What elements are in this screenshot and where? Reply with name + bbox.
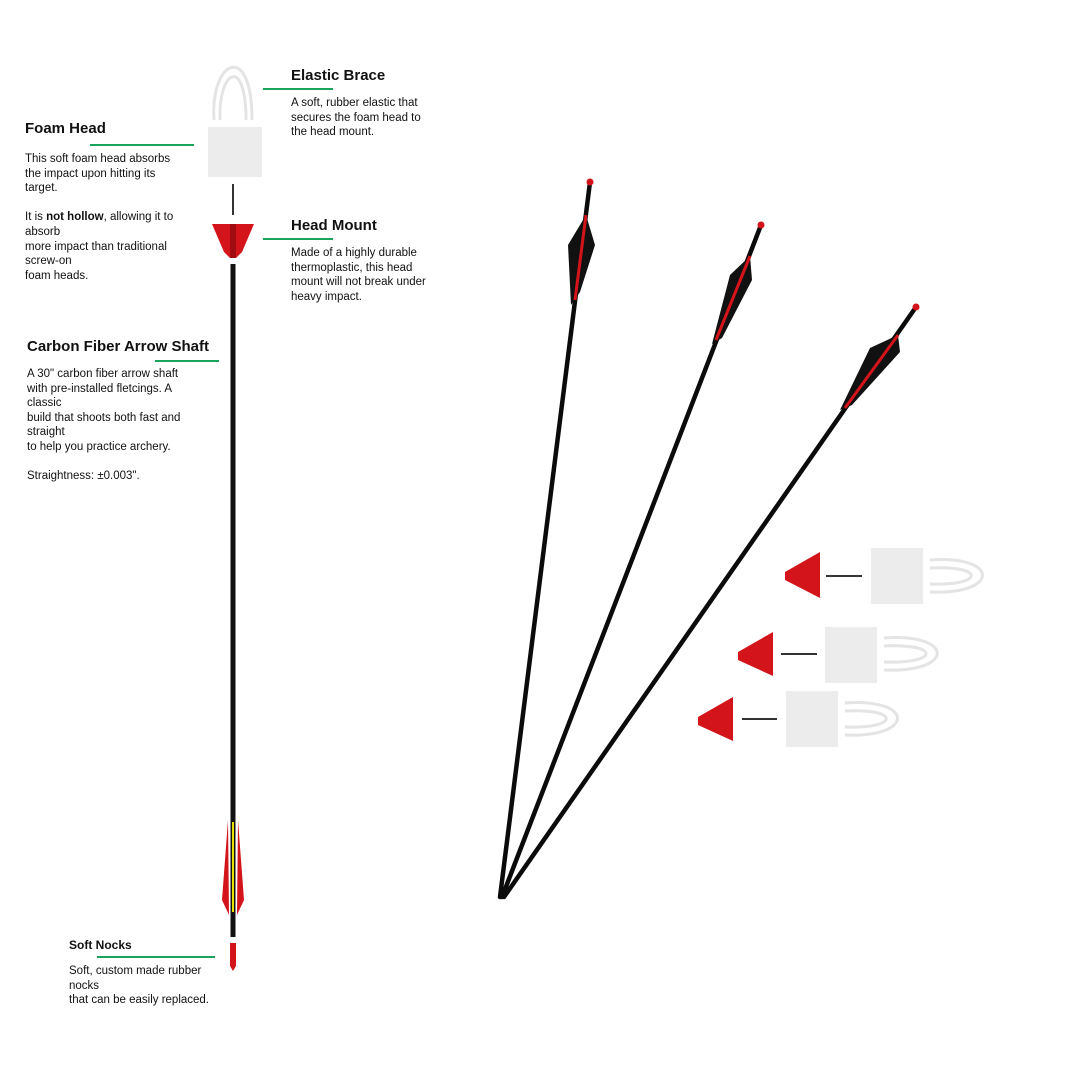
elastic-brace-description: A soft, rubber elastic that secures the … bbox=[291, 96, 421, 140]
text-line: Made of a highly durable bbox=[291, 247, 417, 259]
text-line: that can be easily replaced. bbox=[69, 994, 210, 1007]
foam-head-image bbox=[208, 127, 262, 177]
text-line: the impact upon hitting its bbox=[25, 167, 156, 180]
foam-head-title: Foam Head bbox=[25, 120, 106, 137]
text-line: foam heads. bbox=[25, 269, 89, 282]
elastic-brace-title: Elastic Brace bbox=[291, 67, 386, 84]
text-line: This soft foam head absorbs bbox=[25, 153, 171, 165]
text-line: the head mount. bbox=[291, 126, 375, 139]
text-line: build that shoots both fast and bbox=[27, 411, 181, 424]
head-mount-title: Head Mount bbox=[291, 217, 377, 234]
head-mount-rule bbox=[263, 238, 333, 240]
soft-nocks-rule bbox=[97, 956, 215, 958]
text-line: screw-on bbox=[25, 255, 72, 268]
text-line: heavy impact. bbox=[291, 290, 362, 303]
fletching-image bbox=[222, 820, 244, 915]
text-line: nocks bbox=[69, 979, 100, 992]
text-line: straight bbox=[27, 426, 65, 439]
text-line: A 30" carbon fiber arrow shaft bbox=[27, 368, 179, 380]
foam-head-description: This soft foam head absorbs the impact u… bbox=[25, 152, 173, 283]
shaft-description: A 30" carbon fiber arrow shaft with pre-… bbox=[27, 367, 180, 484]
nock-image bbox=[230, 943, 236, 971]
text-line: thermoplastic, this head bbox=[291, 261, 413, 274]
head-mount-description: Made of a highly durable thermoplastic, … bbox=[291, 246, 426, 304]
foam-head-kit bbox=[785, 548, 984, 604]
elastic-brace-image bbox=[212, 66, 254, 121]
shaft-title: Carbon Fiber Arrow Shaft bbox=[27, 338, 209, 355]
assembled-arrows bbox=[497, 179, 919, 900]
soft-nocks-description: Soft, custom made rubber nocks that can … bbox=[69, 964, 209, 1008]
text-line: Soft, custom made rubber bbox=[69, 965, 202, 977]
text-fragment: , allowing it to bbox=[103, 211, 174, 224]
text-line: more impact than traditional bbox=[25, 240, 167, 253]
text-line: A soft, rubber elastic that bbox=[291, 97, 418, 109]
foam-head-rule bbox=[90, 144, 194, 146]
arrow-fletchings bbox=[568, 214, 900, 410]
text-line: secures the foam head to bbox=[291, 111, 421, 124]
elastic-brace-rule bbox=[263, 88, 333, 90]
bold-text: not hollow bbox=[46, 211, 104, 224]
text-line: classic bbox=[27, 397, 62, 410]
text-line: target. bbox=[25, 182, 58, 195]
text-line: mount will not break under bbox=[291, 276, 426, 289]
shaft-rule bbox=[155, 360, 219, 362]
text-line: with pre-installed fletcings. A bbox=[27, 382, 173, 395]
text-fragment: It is bbox=[25, 211, 47, 224]
text-line: It is not hollow, allowing it to bbox=[25, 210, 173, 225]
text-line: to help you practice archery. bbox=[27, 440, 171, 453]
foam-head-kit bbox=[698, 691, 899, 747]
arrow-tips bbox=[586, 178, 920, 311]
foam-head-kit bbox=[738, 627, 939, 683]
text-line: absorb bbox=[25, 225, 61, 238]
straightness-spec: Straightness: ±0.003". bbox=[27, 470, 140, 483]
soft-nocks-title: Soft Nocks bbox=[69, 938, 132, 952]
